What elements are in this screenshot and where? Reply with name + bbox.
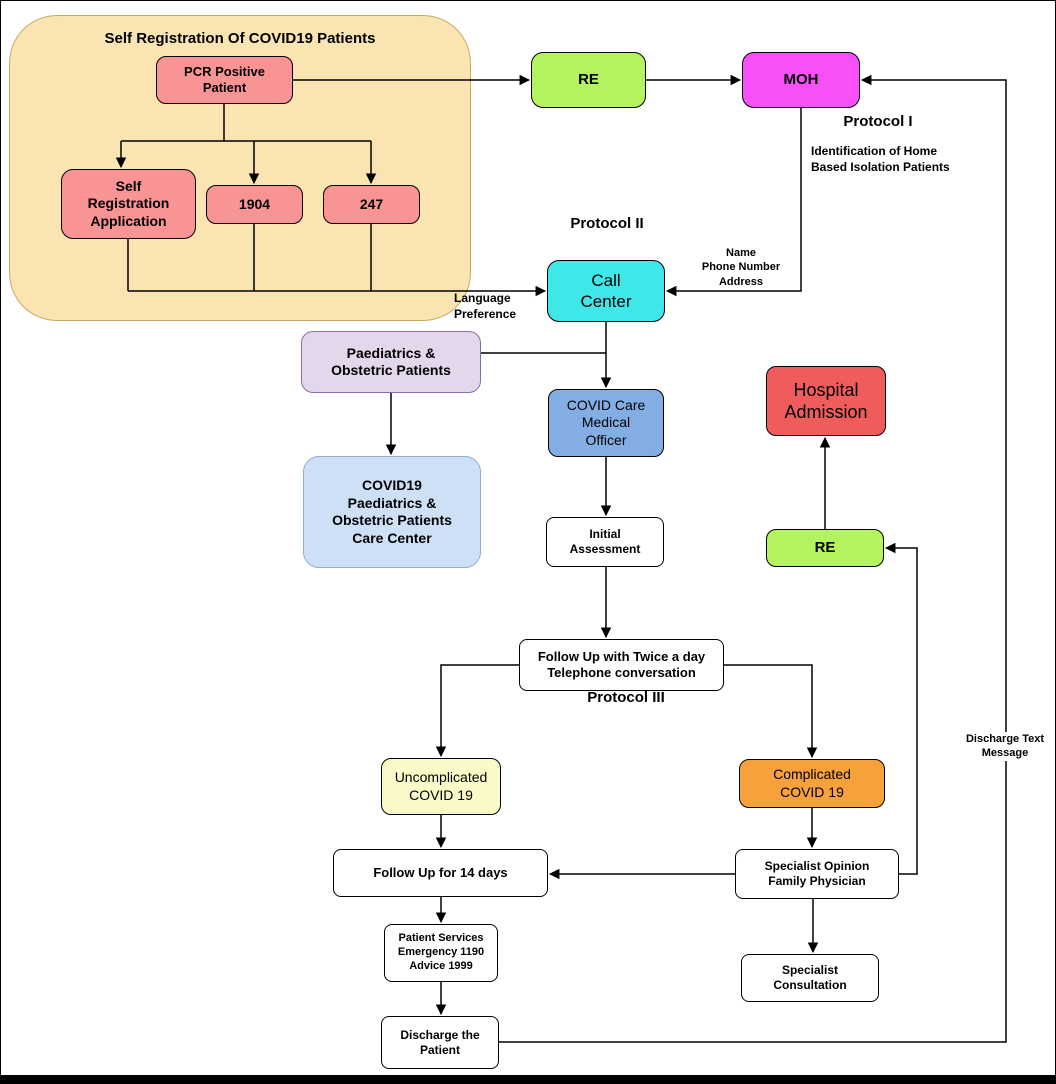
node-complicated-covid19: Complicated COVID 19 [739,759,885,808]
node-initial-assessment: Initial Assessment [546,517,664,567]
node-specialist-consultation: Specialist Consultation [741,954,879,1002]
node-hotline-1904: 1904 [206,185,303,224]
node-self-registration-application: Self Registration Application [61,169,196,239]
node-specialist-opinion: Specialist Opinion Family Physician [735,849,899,899]
node-moh: MOH [742,52,860,108]
self-registration-group-title: Self Registration Of COVID19 Patients [104,30,376,47]
node-hospital-admission: Hospital Admission [766,366,886,436]
node-re-bottom: RE [766,529,884,567]
label-protocol-2: Protocol II [570,215,644,232]
node-paediatrics-care-center: COVID19 Paediatrics & Obstetric Patients… [303,456,481,568]
node-uncomplicated-covid19: Uncomplicated COVID 19 [381,758,501,815]
label-protocol-1: Protocol I [843,113,913,130]
arrow-followup-to-complicated [724,664,818,759]
label-identification-home-isolation: Identification of Home Based Isolation P… [811,144,950,174]
label-name-phone-address: Name Phone Number Address [701,247,781,288]
arrow-specop-to-re [884,542,918,875]
node-follow-up-14-days: Follow Up for 14 days [333,849,548,897]
arrow-followup-to-uncomplicated [435,664,519,758]
bottom-border-bar [1,1075,1055,1083]
node-call-center: Call Center [547,260,665,322]
label-protocol-3: Protocol III [587,689,665,706]
node-patient-services: Patient Services Emergency 1190 Advice 1… [384,924,498,982]
node-paediatrics-obstetric: Paediatrics & Obstetric Patients [301,331,481,393]
label-discharge-text-message: Discharge Text Message [959,732,1051,761]
node-discharge-the-patient: Discharge the Patient [381,1016,499,1069]
node-covid-care-medical-officer: COVID Care Medical Officer [548,389,664,457]
node-follow-up-twice-daily: Follow Up with Twice a day Telephone con… [519,639,724,691]
node-hotline-247: 247 [323,185,420,224]
node-re-top: RE [531,52,646,108]
label-language-preference: Language Preference [454,291,517,321]
node-pcr-positive-patient: PCR Positive Patient [156,56,293,104]
